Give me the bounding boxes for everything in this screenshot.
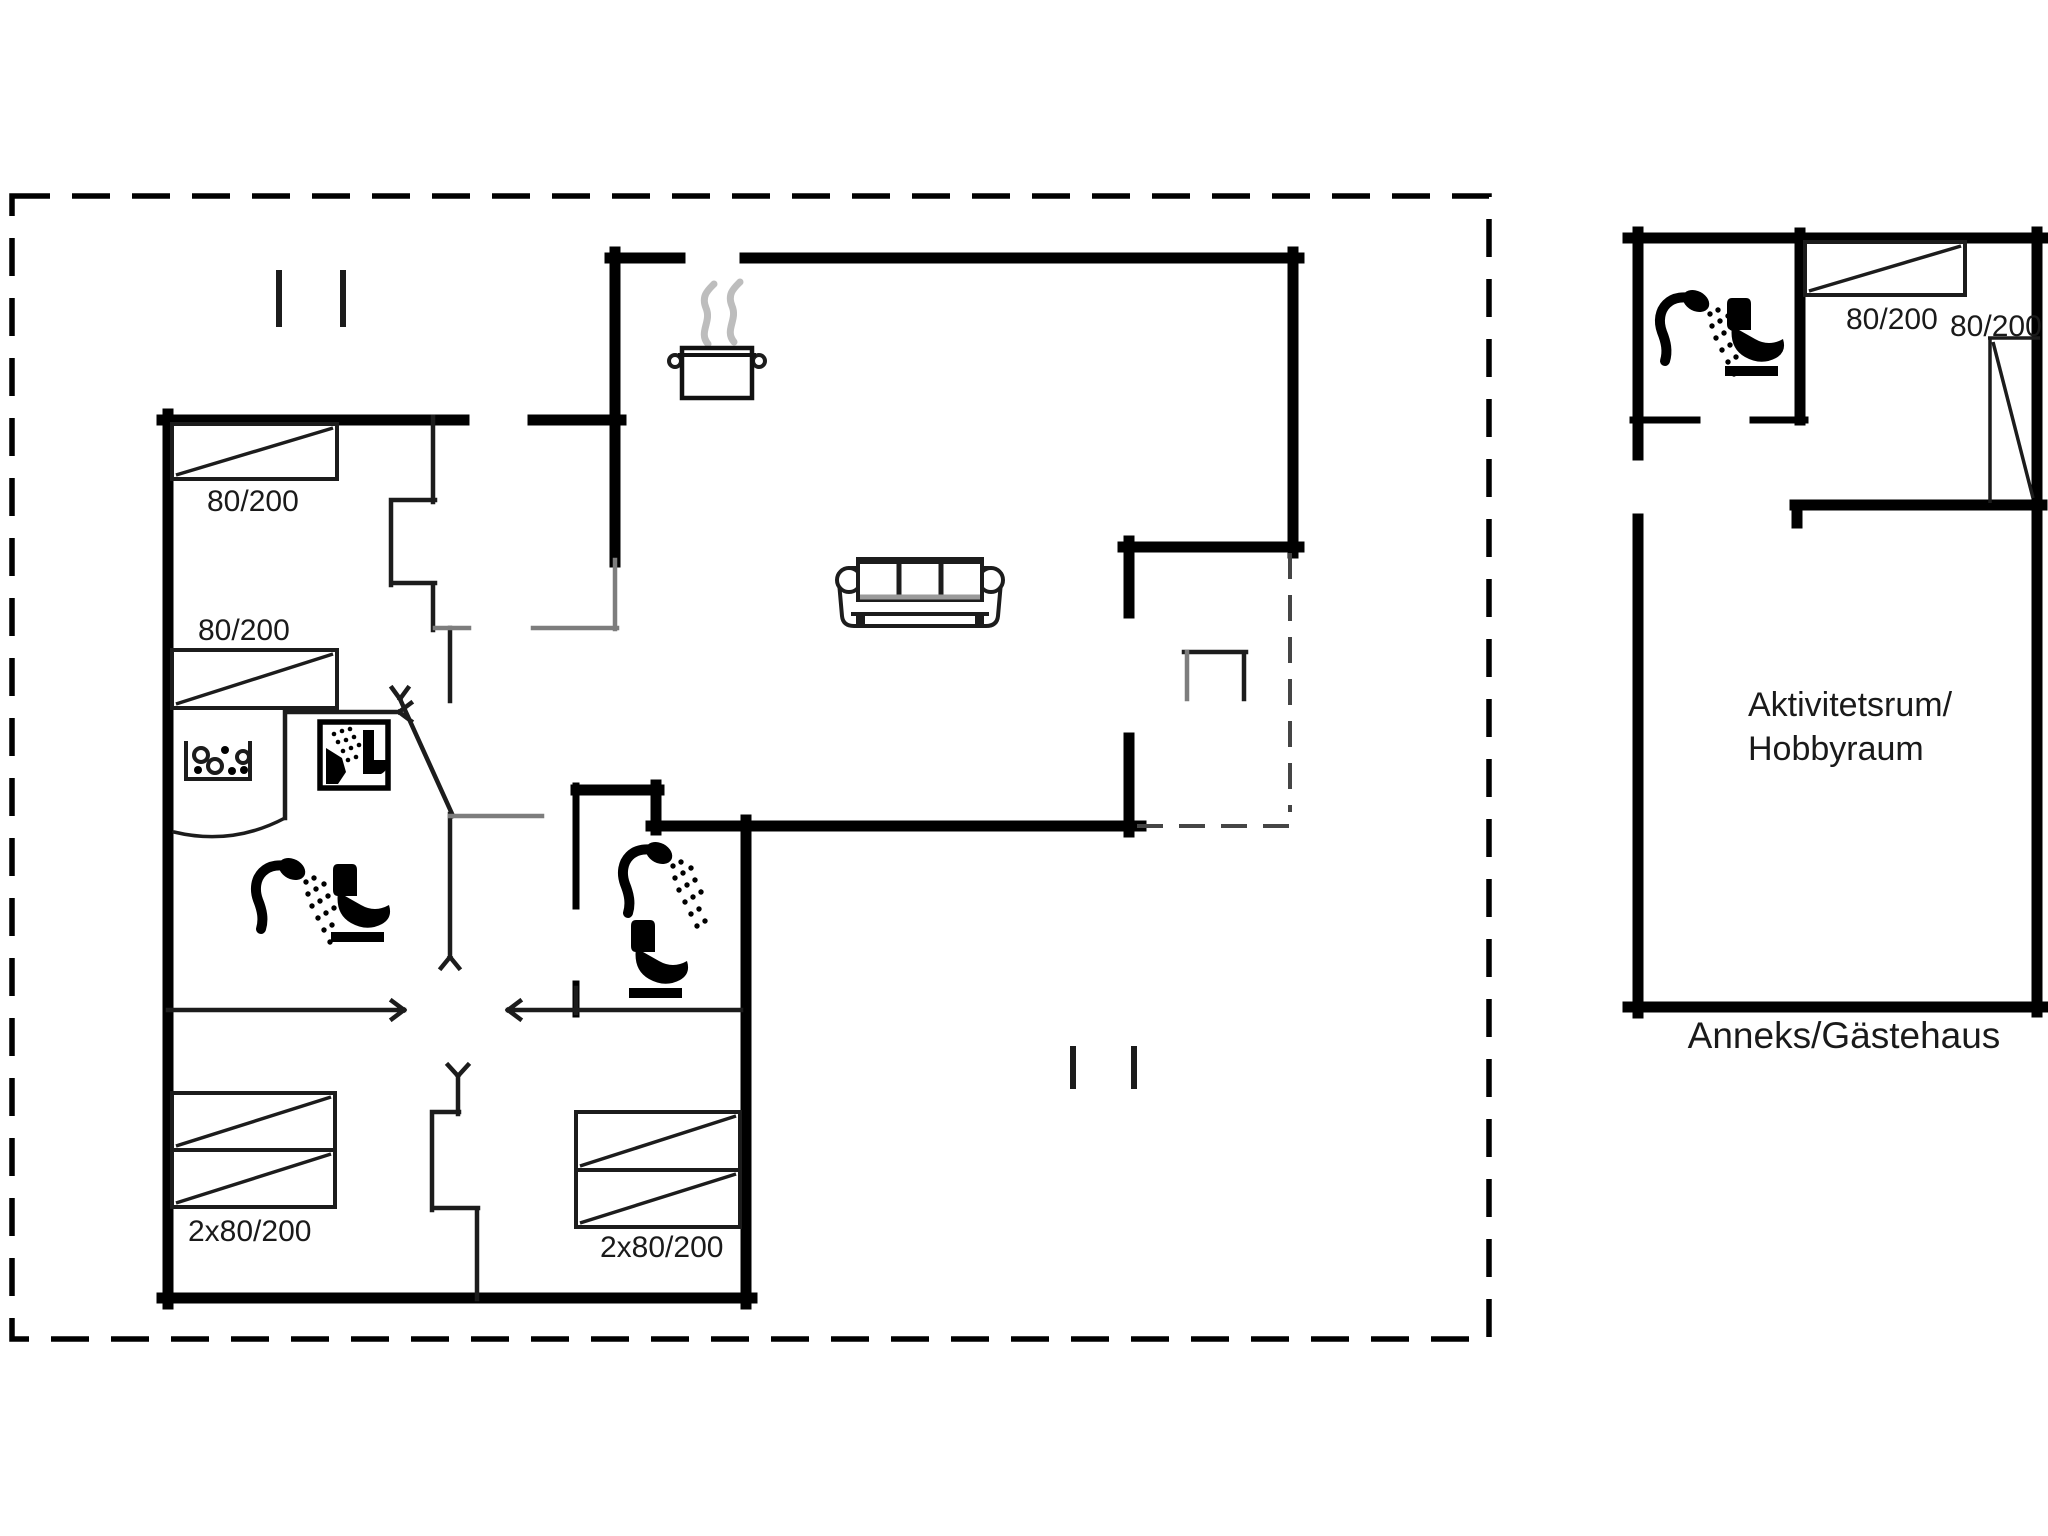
terrace-ticks-bottom bbox=[1070, 1046, 1137, 1089]
room-label-line1: Aktivitetsrum/ bbox=[1748, 686, 1953, 724]
toilet-icon bbox=[629, 920, 689, 998]
bed-size-label: 2x80/200 bbox=[600, 1231, 723, 1264]
interior-gray-walls bbox=[432, 557, 1190, 819]
terrace-dashed-edge bbox=[1137, 553, 1292, 828]
plot-boundary-dashed bbox=[9, 193, 1492, 1342]
door-swing-arc bbox=[172, 816, 287, 839]
room-label-line2: Hobbyraum bbox=[1748, 730, 1924, 768]
shower-cabin-icon bbox=[317, 719, 391, 791]
shower-icon bbox=[256, 854, 341, 945]
annex-bed-symbol-horizontal bbox=[1803, 240, 1967, 297]
annex-bed-size-label: 80/200 bbox=[1950, 310, 2042, 343]
bed-symbol-bottom-middle-double bbox=[574, 1110, 742, 1229]
pot-steam-icon bbox=[667, 278, 767, 401]
annex-bed-size-label: 80/200 bbox=[1846, 303, 1938, 336]
shower-icon bbox=[623, 838, 708, 929]
chimney-ticks-top bbox=[276, 270, 346, 327]
bed-symbol-bottom-left-double bbox=[170, 1091, 337, 1209]
bed-size-label: 80/200 bbox=[198, 614, 290, 647]
main-house-outer-walls bbox=[156, 246, 1305, 1310]
bed-size-label: 80/200 bbox=[207, 485, 299, 518]
bed-size-label: 2x80/200 bbox=[188, 1215, 311, 1248]
annex-bed-symbol-vertical bbox=[1988, 336, 2040, 503]
interior-thin-walls bbox=[165, 414, 1249, 1302]
bed-symbol-top-left bbox=[170, 422, 339, 481]
sofa-icon bbox=[835, 557, 1005, 628]
bed-symbol-mid-left bbox=[170, 648, 339, 710]
annex-caption: Anneks/Gästehaus bbox=[1688, 1015, 2001, 1056]
annex-outer-walls bbox=[1622, 226, 2048, 1019]
toilet-icon bbox=[331, 864, 391, 942]
washing-machine-icon bbox=[184, 741, 252, 781]
toilet-icon bbox=[1725, 298, 1785, 376]
